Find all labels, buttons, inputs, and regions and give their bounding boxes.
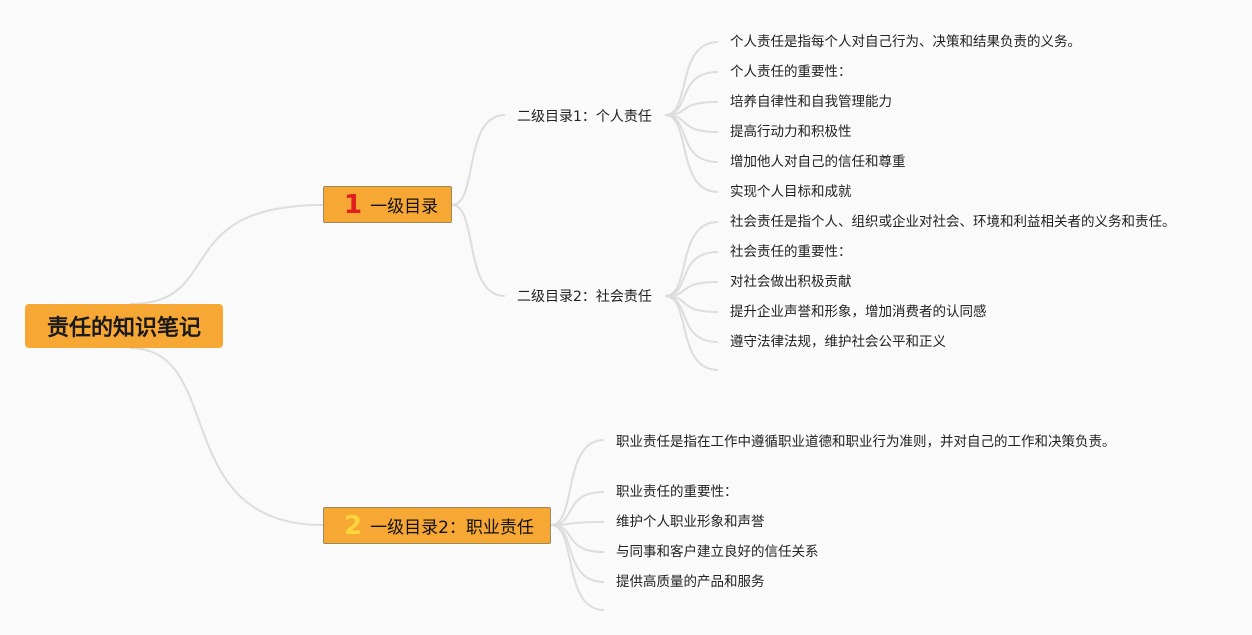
level1-topic-1[interactable]: 1 一级目录: [323, 186, 452, 223]
connector-leaf: [664, 221, 719, 297]
connector-leaf: [664, 114, 719, 163]
connector-branch1-social: [451, 204, 506, 297]
connector-leaf: [550, 524, 605, 583]
number-badge-2: 2: [344, 510, 363, 541]
leaf-topic[interactable]: 社会责任的重要性：: [730, 244, 852, 260]
leaf-topic[interactable]: 与同事和客户建立良好的信任关系: [616, 544, 819, 560]
connector-leaf: [550, 439, 605, 526]
level2-label: 二级目录1：个人责任: [517, 109, 652, 125]
connector-leaf: [664, 295, 719, 371]
leaf-topic[interactable]: 遵守法律法规，维护社会公平和正义: [730, 334, 946, 350]
root-topic[interactable]: 责任的知识笔记: [25, 304, 223, 348]
leaf-topic[interactable]: 实现个人目标和成就: [730, 184, 852, 200]
connector-leaf: [664, 114, 719, 193]
connector-leaf: [664, 71, 719, 116]
leaf-topic[interactable]: 职业责任是指在工作中遵循职业道德和职业行为准则，并对自己的工作和决策负责。: [616, 434, 1116, 450]
leaf-topic[interactable]: 个人责任的重要性：: [730, 64, 852, 80]
connector-root-branch2: [129, 347, 324, 526]
level2-topic-personal[interactable]: 二级目录1：个人责任: [517, 106, 652, 126]
leaf-topic[interactable]: 对社会做出积极贡献: [730, 274, 852, 290]
connector-leaf: [550, 524, 605, 611]
level1-label-1: 一级目录: [370, 197, 439, 217]
leaf-topic[interactable]: 社会责任是指个人、组织或企业对社会、环境和利益相关者的义务和责任。: [730, 214, 1176, 230]
level2-label: 二级目录2：社会责任: [517, 289, 652, 305]
leaf-topic[interactable]: 增加他人对自己的信任和尊重: [730, 154, 906, 170]
level1-topic-2[interactable]: 2 一级目录2：职业责任: [323, 507, 551, 544]
leaf-topic[interactable]: 个人责任是指每个人对自己行为、决策和结果负责的义务。: [730, 34, 1081, 50]
level2-topic-social[interactable]: 二级目录2：社会责任: [517, 286, 652, 306]
connector-leaf: [664, 41, 719, 116]
level1-label-2: 一级目录2：职业责任: [370, 518, 534, 538]
connector-branch1-personal: [451, 114, 506, 206]
connector-leaf: [664, 295, 719, 343]
leaf-topic[interactable]: 提高行动力和积极性: [730, 124, 852, 140]
leaf-topic[interactable]: 职业责任的重要性：: [616, 484, 738, 500]
leaf-topic[interactable]: 维护个人职业形象和声誉: [616, 514, 765, 530]
root-title: 责任的知识笔记: [46, 316, 201, 341]
connector-root-branch1: [129, 204, 324, 305]
number-badge-1: 1: [344, 189, 363, 220]
leaf-topic[interactable]: 提升企业声誉和形象，增加消费者的认同感: [730, 304, 987, 320]
leaf-topic[interactable]: 提供高质量的产品和服务: [616, 574, 765, 590]
connector-leaf: [664, 251, 719, 297]
leaf-topic[interactable]: 培养自律性和自我管理能力: [730, 94, 892, 110]
